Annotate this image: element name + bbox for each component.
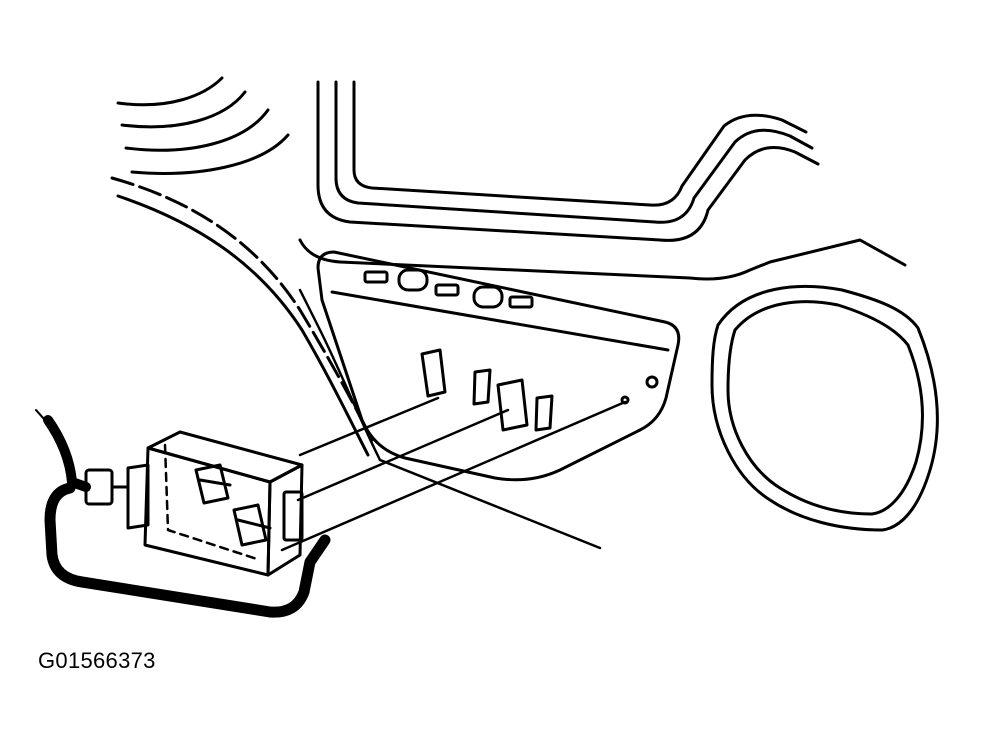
figure-id-label: G01566373 [38, 648, 156, 673]
wiring-harness [35, 409, 331, 618]
speaker-grille [710, 284, 939, 532]
window-switch-assembly [126, 430, 304, 577]
door-lower-edge [298, 288, 602, 550]
switch-bezel [316, 250, 681, 482]
alignment-lines [280, 396, 627, 552]
window-frame [298, 80, 907, 281]
body-contour-lines [110, 76, 374, 457]
